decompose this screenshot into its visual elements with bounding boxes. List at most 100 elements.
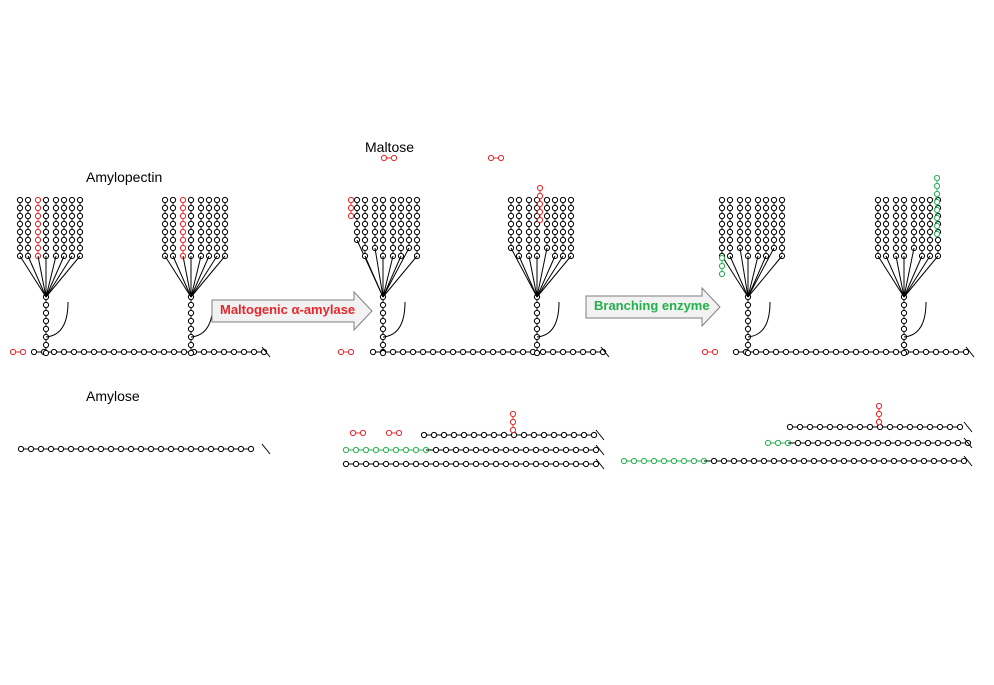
glucose-unit xyxy=(918,196,926,204)
glucose-unit xyxy=(940,457,948,465)
glucose-unit xyxy=(864,439,872,447)
glucose-unit xyxy=(179,204,187,212)
glucose-unit xyxy=(507,204,515,212)
glucose-unit xyxy=(217,445,225,453)
glucose-unit xyxy=(507,220,515,228)
glycosidic-bond xyxy=(965,346,975,358)
glucose-unit xyxy=(161,204,169,212)
glucose-unit xyxy=(926,236,934,244)
glucose-unit xyxy=(918,204,926,212)
glucose-unit xyxy=(826,423,834,431)
glucose-unit xyxy=(37,445,45,453)
glucose-unit xyxy=(810,457,818,465)
glucose-unit xyxy=(559,244,567,252)
glucose-unit xyxy=(796,423,804,431)
glucose-unit xyxy=(770,220,778,228)
glucose-unit xyxy=(894,439,902,447)
glucose-unit xyxy=(533,349,541,357)
glucose-unit xyxy=(169,228,177,236)
glucose-unit xyxy=(409,348,417,356)
glucose-unit xyxy=(720,457,728,465)
glucose-unit xyxy=(392,446,400,454)
glucose-unit xyxy=(900,236,908,244)
glycosidic-bond xyxy=(963,437,973,449)
glucose-unit xyxy=(169,204,177,212)
glucose-unit xyxy=(379,212,387,220)
glucose-unit xyxy=(932,348,940,356)
glucose-unit xyxy=(179,236,187,244)
glucose-unit xyxy=(397,236,405,244)
glycosidic-bond xyxy=(600,346,610,358)
glucose-unit xyxy=(169,212,177,220)
glucose-unit xyxy=(914,439,922,447)
glucose-unit xyxy=(933,222,941,230)
glucose-unit xyxy=(179,196,187,204)
glucose-unit xyxy=(402,446,410,454)
glucose-unit xyxy=(744,228,752,236)
glucose-unit xyxy=(413,196,421,204)
glucose-unit xyxy=(413,228,421,236)
glucose-unit xyxy=(900,301,908,309)
glucose-unit xyxy=(76,212,84,220)
glucose-unit xyxy=(782,348,790,356)
glucose-unit xyxy=(371,236,379,244)
glucose-unit xyxy=(900,196,908,204)
glucose-unit xyxy=(499,348,507,356)
glucose-unit xyxy=(892,244,900,252)
glucose-unit xyxy=(34,204,42,212)
glucose-unit xyxy=(551,204,559,212)
glycosidic-bond xyxy=(364,255,384,298)
glucose-unit xyxy=(882,196,890,204)
glucose-unit xyxy=(385,429,393,437)
glucose-unit xyxy=(762,228,770,236)
glucose-unit xyxy=(440,431,448,439)
glucose-unit xyxy=(169,196,177,204)
glucose-unit xyxy=(814,439,822,447)
glucose-unit xyxy=(347,196,355,204)
glucose-unit xyxy=(68,204,76,212)
glucose-unit xyxy=(187,445,195,453)
glucose-unit xyxy=(770,236,778,244)
glucose-unit xyxy=(187,301,195,309)
glucose-unit xyxy=(933,182,941,190)
glucose-unit xyxy=(52,236,60,244)
glycosidic-bond xyxy=(903,247,915,298)
glucose-unit xyxy=(24,196,32,204)
glycosidic-bond xyxy=(963,455,973,467)
glucose-unit xyxy=(520,431,528,439)
glucose-unit xyxy=(207,445,215,453)
glucose-unit xyxy=(778,228,786,236)
glucose-unit xyxy=(570,431,578,439)
glucose-unit xyxy=(397,244,405,252)
glucose-unit xyxy=(34,228,42,236)
glucose-unit xyxy=(100,348,108,356)
glucose-unit xyxy=(349,429,357,437)
glucose-unit xyxy=(866,423,874,431)
glucose-unit xyxy=(900,325,908,333)
glucose-unit xyxy=(910,212,918,220)
glucose-unit xyxy=(946,423,954,431)
glucose-unit xyxy=(161,236,169,244)
glucose-unit xyxy=(726,220,734,228)
glucose-unit xyxy=(539,348,547,356)
glucose-unit xyxy=(580,431,588,439)
glucose-unit xyxy=(17,445,25,453)
glucose-unit xyxy=(579,348,587,356)
glucose-unit xyxy=(60,236,68,244)
glucose-unit xyxy=(918,228,926,236)
glucose-unit xyxy=(462,446,470,454)
glucose-unit xyxy=(542,446,550,454)
glucose-unit xyxy=(718,212,726,220)
glucose-unit xyxy=(567,228,575,236)
glucose-unit xyxy=(52,204,60,212)
glucose-unit xyxy=(824,439,832,447)
glucose-unit xyxy=(572,460,580,468)
glucose-unit xyxy=(764,439,772,447)
glucose-unit xyxy=(379,244,387,252)
glucose-unit xyxy=(372,460,380,468)
glucose-unit xyxy=(179,244,187,252)
glucose-unit xyxy=(874,204,882,212)
glucose-unit xyxy=(507,228,515,236)
glucose-unit xyxy=(420,431,428,439)
